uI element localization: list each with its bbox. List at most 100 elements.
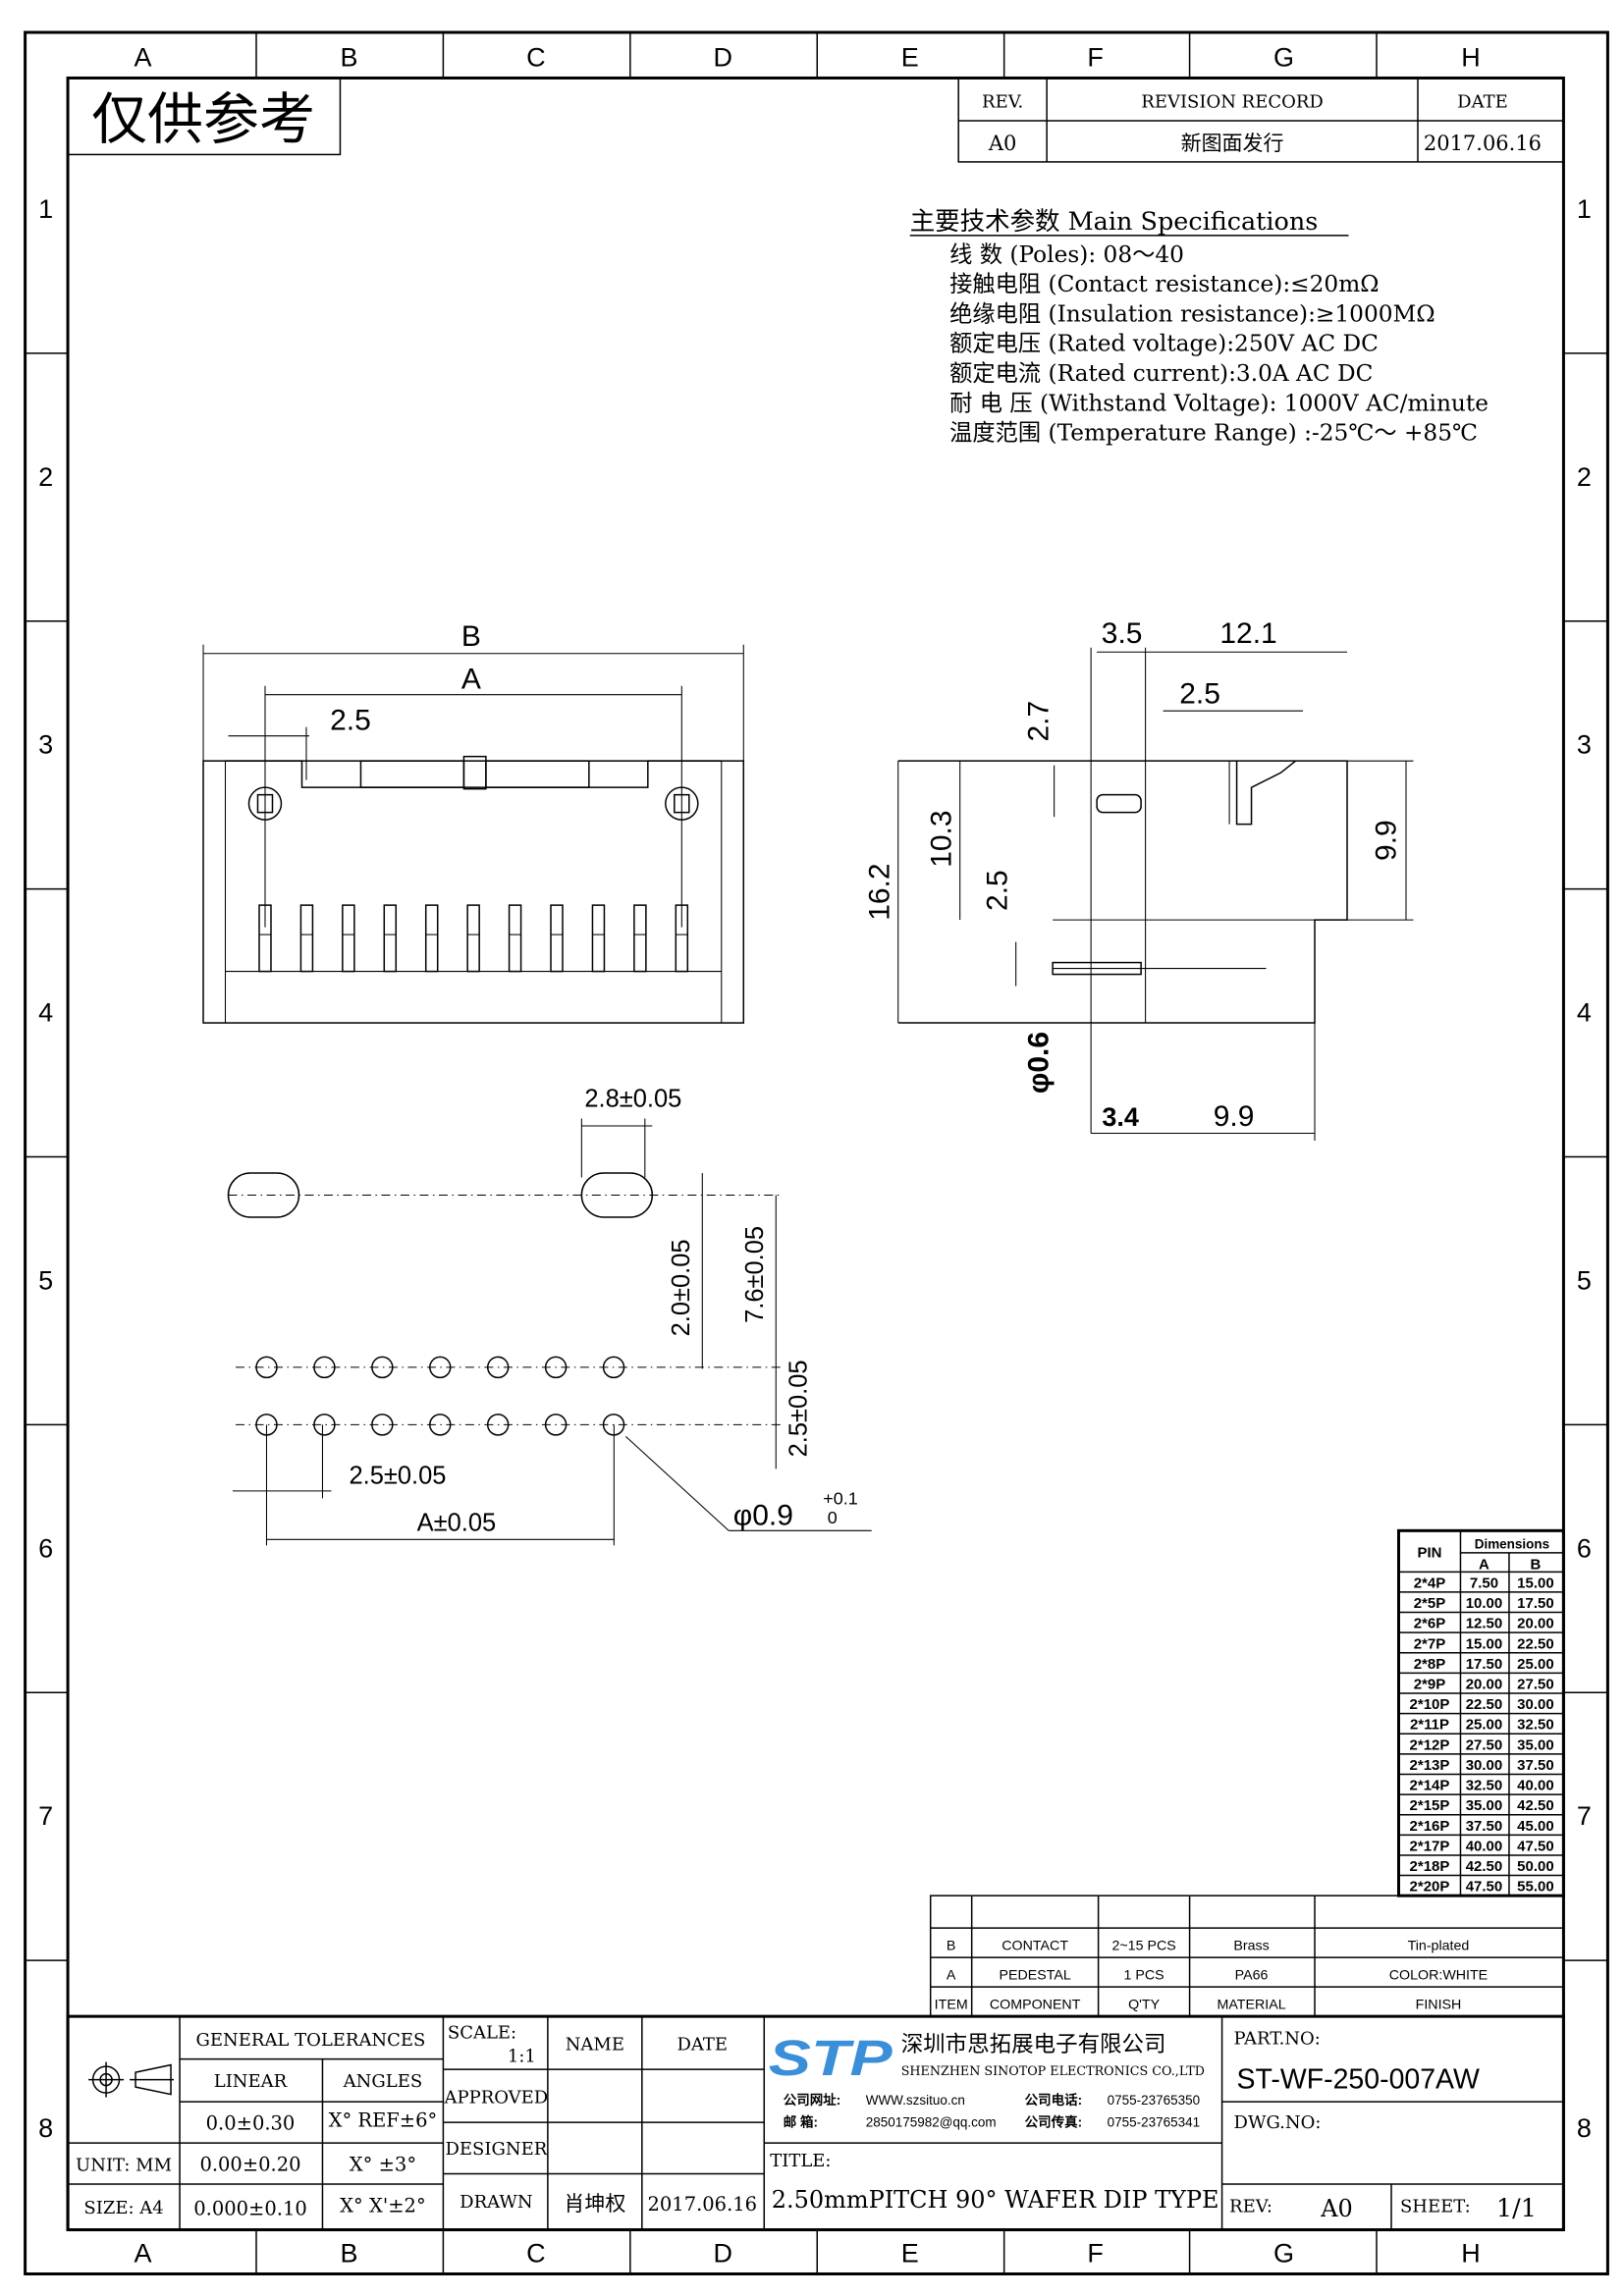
website: WWW.szsituo.cn	[866, 2093, 965, 2108]
dim-b-cell: 35.00	[1517, 1736, 1554, 1753]
pcb-hole	[313, 1414, 336, 1436]
approved-label: APPROVED	[444, 2088, 549, 2109]
dim-a-cell: 42.50	[1466, 1858, 1503, 1875]
watermark-text: 仅供参考	[91, 87, 315, 152]
bom-cell: Tin-plated	[1408, 1939, 1470, 1954]
dim-b-cell: 27.50	[1517, 1677, 1554, 1693]
linear-label: LINEAR	[214, 2071, 288, 2092]
title-block: GENERAL TOLERANCES LINEAR ANGLES 0.0±0.3…	[66, 2014, 1565, 2232]
dim-a-cell: 37.50	[1466, 1818, 1503, 1835]
rev-label: REV:	[1229, 2197, 1272, 2217]
grid-row-left: 1	[38, 194, 53, 224]
dim-a-cell: 12.50	[1466, 1616, 1503, 1632]
grid-column-top: F	[1087, 42, 1103, 72]
bom-cell: MATERIAL	[1217, 1998, 1285, 2013]
dim-b-cell: 25.00	[1517, 1656, 1554, 1673]
bom-cell: PA66	[1235, 1968, 1269, 1984]
grid-row-right: 4	[1577, 998, 1592, 1028]
grid-column-bottom: E	[901, 2239, 919, 2269]
grid-column-top: H	[1461, 42, 1480, 72]
angle-tol-2: X° ±3°	[350, 2154, 416, 2176]
pin-contact	[550, 904, 564, 973]
drawn-name: 肖坤权	[564, 2192, 625, 2216]
grid-column-bottom: D	[714, 2239, 732, 2269]
spec-item: 绝缘电阻 (Insulation resistance):≥1000MΩ	[949, 300, 1435, 327]
title-label: TITLE:	[770, 2151, 831, 2171]
pin-cell: 2*14P	[1410, 1778, 1450, 1794]
designer-label: DESIGNER	[446, 2139, 548, 2160]
pcb-hole	[602, 1356, 625, 1379]
angle-tol-3: X° X'±2°	[340, 2195, 426, 2217]
pin-contact	[383, 904, 398, 973]
pin-cell: 2*15P	[1410, 1797, 1450, 1814]
grid-row-right: 6	[1577, 1533, 1592, 1563]
revision-record-value: 新图面发行	[1181, 132, 1284, 155]
pin-cell: 2*4P	[1414, 1575, 1445, 1591]
pin-cell: 2*16P	[1410, 1818, 1450, 1835]
dimensions-header: Dimensions	[1475, 1536, 1549, 1551]
email: 2850175982@qq.com	[866, 2115, 997, 2130]
pin-cell: 2*13P	[1410, 1757, 1450, 1774]
dim-b-label: B	[461, 620, 481, 653]
grid-row-left: 3	[38, 730, 53, 760]
grid-row-left: 4	[38, 998, 53, 1028]
dim-pitch-label: 2.5	[330, 705, 371, 737]
grid-column-bottom: F	[1087, 2239, 1103, 2269]
bom-cell: CONTACT	[1001, 1939, 1068, 1954]
company-name-en: SHENZHEN SINOTOP ELECTRONICS CO.,LTD	[901, 2064, 1205, 2079]
pin-cell: 2*7P	[1414, 1635, 1445, 1652]
bom-cell: 1 PCS	[1124, 1968, 1164, 1984]
dim-phi-0-6: φ0.6	[1023, 1032, 1056, 1094]
dim-b-cell: 17.50	[1517, 1595, 1554, 1612]
grid-row-right: 8	[1577, 2113, 1592, 2143]
dim-2-0: 2.0±0.05	[668, 1239, 695, 1336]
dim-2-5-vert: 2.5±0.05	[785, 1360, 813, 1457]
pin-contact	[466, 904, 480, 973]
grid-row-left: 7	[38, 1801, 53, 1831]
pin-cell: 2*6P	[1414, 1616, 1445, 1632]
date-header: DATE	[677, 2035, 729, 2056]
dim-2-5-left: 2.5	[982, 870, 1014, 911]
bom-cell: Q'TY	[1128, 1998, 1160, 2013]
rev-header: REV.	[982, 91, 1023, 112]
pin-contact	[342, 904, 355, 973]
grid-row-right: 2	[1577, 462, 1592, 492]
dim-a-cell: 10.00	[1466, 1595, 1503, 1612]
dim-b-cell: 50.00	[1517, 1858, 1554, 1875]
grid-column-bottom: C	[526, 2239, 545, 2269]
watermark-box	[67, 77, 342, 156]
drawn-label: DRAWN	[460, 2192, 532, 2213]
bom-cell: A	[947, 1968, 956, 1984]
bom-cell: 2~15 PCS	[1111, 1939, 1175, 1954]
spec-item: 耐 电 压 (Withstand Voltage): 1000V AC/minu…	[949, 390, 1489, 416]
pcb-hole	[429, 1356, 452, 1379]
fax-label: 公司传真:	[1025, 2114, 1082, 2130]
pcb-layout: 2.8±0.05 2.0±0.05 7.6±0.05 2.5±0.05 2.5±…	[227, 1086, 872, 1546]
dim-b-cell: 47.50	[1517, 1838, 1554, 1854]
dim-10-3: 10.3	[926, 810, 958, 867]
dim-a-cell: 40.00	[1466, 1838, 1503, 1854]
projection-symbol-icon	[88, 2061, 175, 2098]
pin-cell: 2*5P	[1414, 1595, 1445, 1612]
website-label: 公司网址:	[784, 2092, 840, 2108]
fax: 0755-23765341	[1108, 2115, 1200, 2130]
grid-column-top: B	[340, 42, 357, 72]
pcb-hole	[544, 1356, 568, 1379]
pcb-hole	[371, 1356, 394, 1379]
dim-a-cell: 27.50	[1466, 1736, 1503, 1753]
dim-a-cell: 20.00	[1466, 1677, 1503, 1693]
dim-hole-lower-tol: 0	[828, 1508, 838, 1527]
pin-cell: 2*10P	[1410, 1696, 1450, 1713]
part-no: ST-WF-250-007AW	[1237, 2064, 1480, 2096]
logo-text: STP	[769, 2030, 893, 2086]
dim-7-6: 7.6±0.05	[741, 1226, 769, 1323]
grid-row-left: 8	[38, 2113, 53, 2143]
revision-record-header: REVISION RECORD	[1141, 91, 1324, 112]
dim-3-5: 3.5	[1102, 617, 1143, 650]
pin-contact	[633, 904, 647, 973]
dim-b-cell: 22.50	[1517, 1635, 1554, 1652]
dim-a-cell: 25.00	[1466, 1717, 1503, 1734]
pin-contact	[508, 904, 522, 973]
